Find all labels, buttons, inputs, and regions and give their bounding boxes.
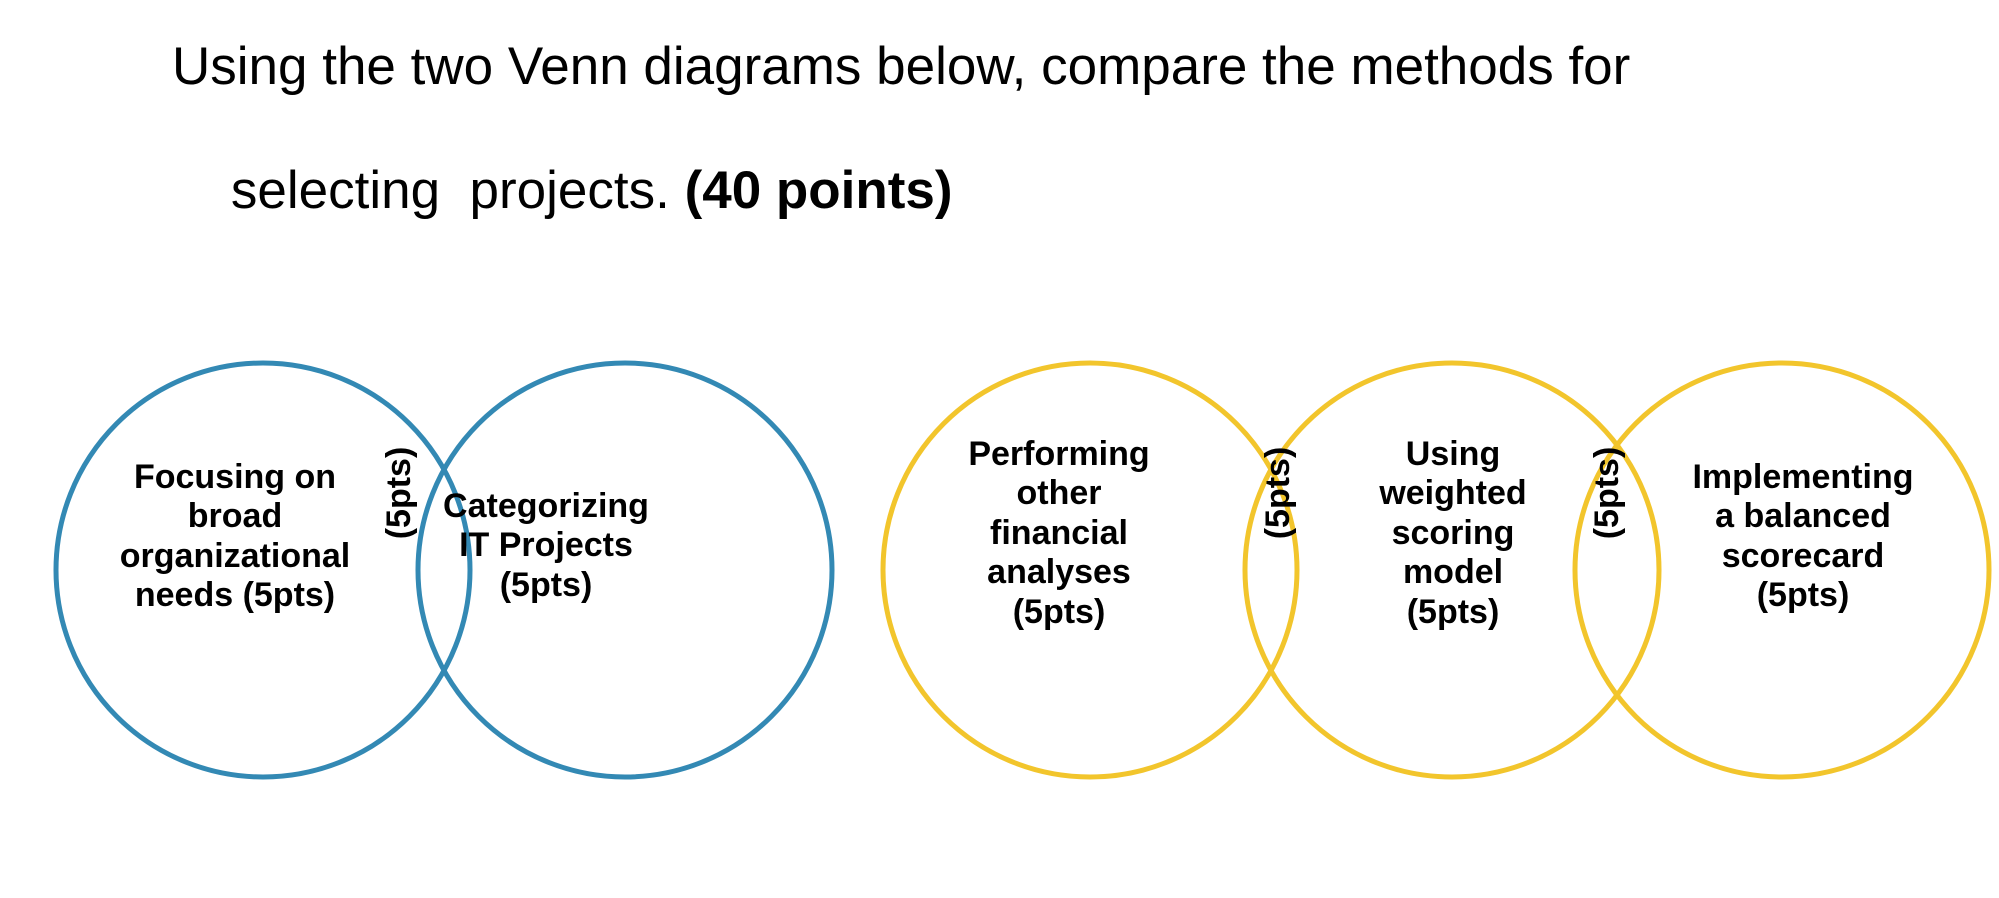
venn-overlap-label-yellow-left: (5pts) — [1259, 446, 1297, 540]
venn-overlap-label-blue: (5pts) — [380, 446, 418, 540]
venn-label-implementing-a-balanced-scorecard: Implementing a balanced scorecard (5pts) — [1692, 458, 1914, 615]
venn-label-using-weighted-scoring-model: Using weighted scoring model (5pts) — [1379, 435, 1527, 631]
title-line-one: Using the two Venn diagrams below, compa… — [172, 37, 1631, 96]
title-points-bold: (40 points) — [684, 161, 953, 220]
page-title: Using the two Venn diagrams below, compa… — [172, 36, 1892, 284]
venn-label-categorizing-it-projects: Categorizing IT Projects (5pts) — [443, 487, 649, 604]
title-line-two-normal: selecting projects. — [230, 161, 685, 220]
venn-label-focusing-on-broad-organizational-needs: Focusing on broad organizational needs (… — [119, 458, 351, 615]
venn-label-performing-other-financial-analyses: Performing other financial analyses (5pt… — [968, 435, 1150, 631]
venn-overlap-label-yellow-right: (5pts) — [1588, 446, 1626, 540]
